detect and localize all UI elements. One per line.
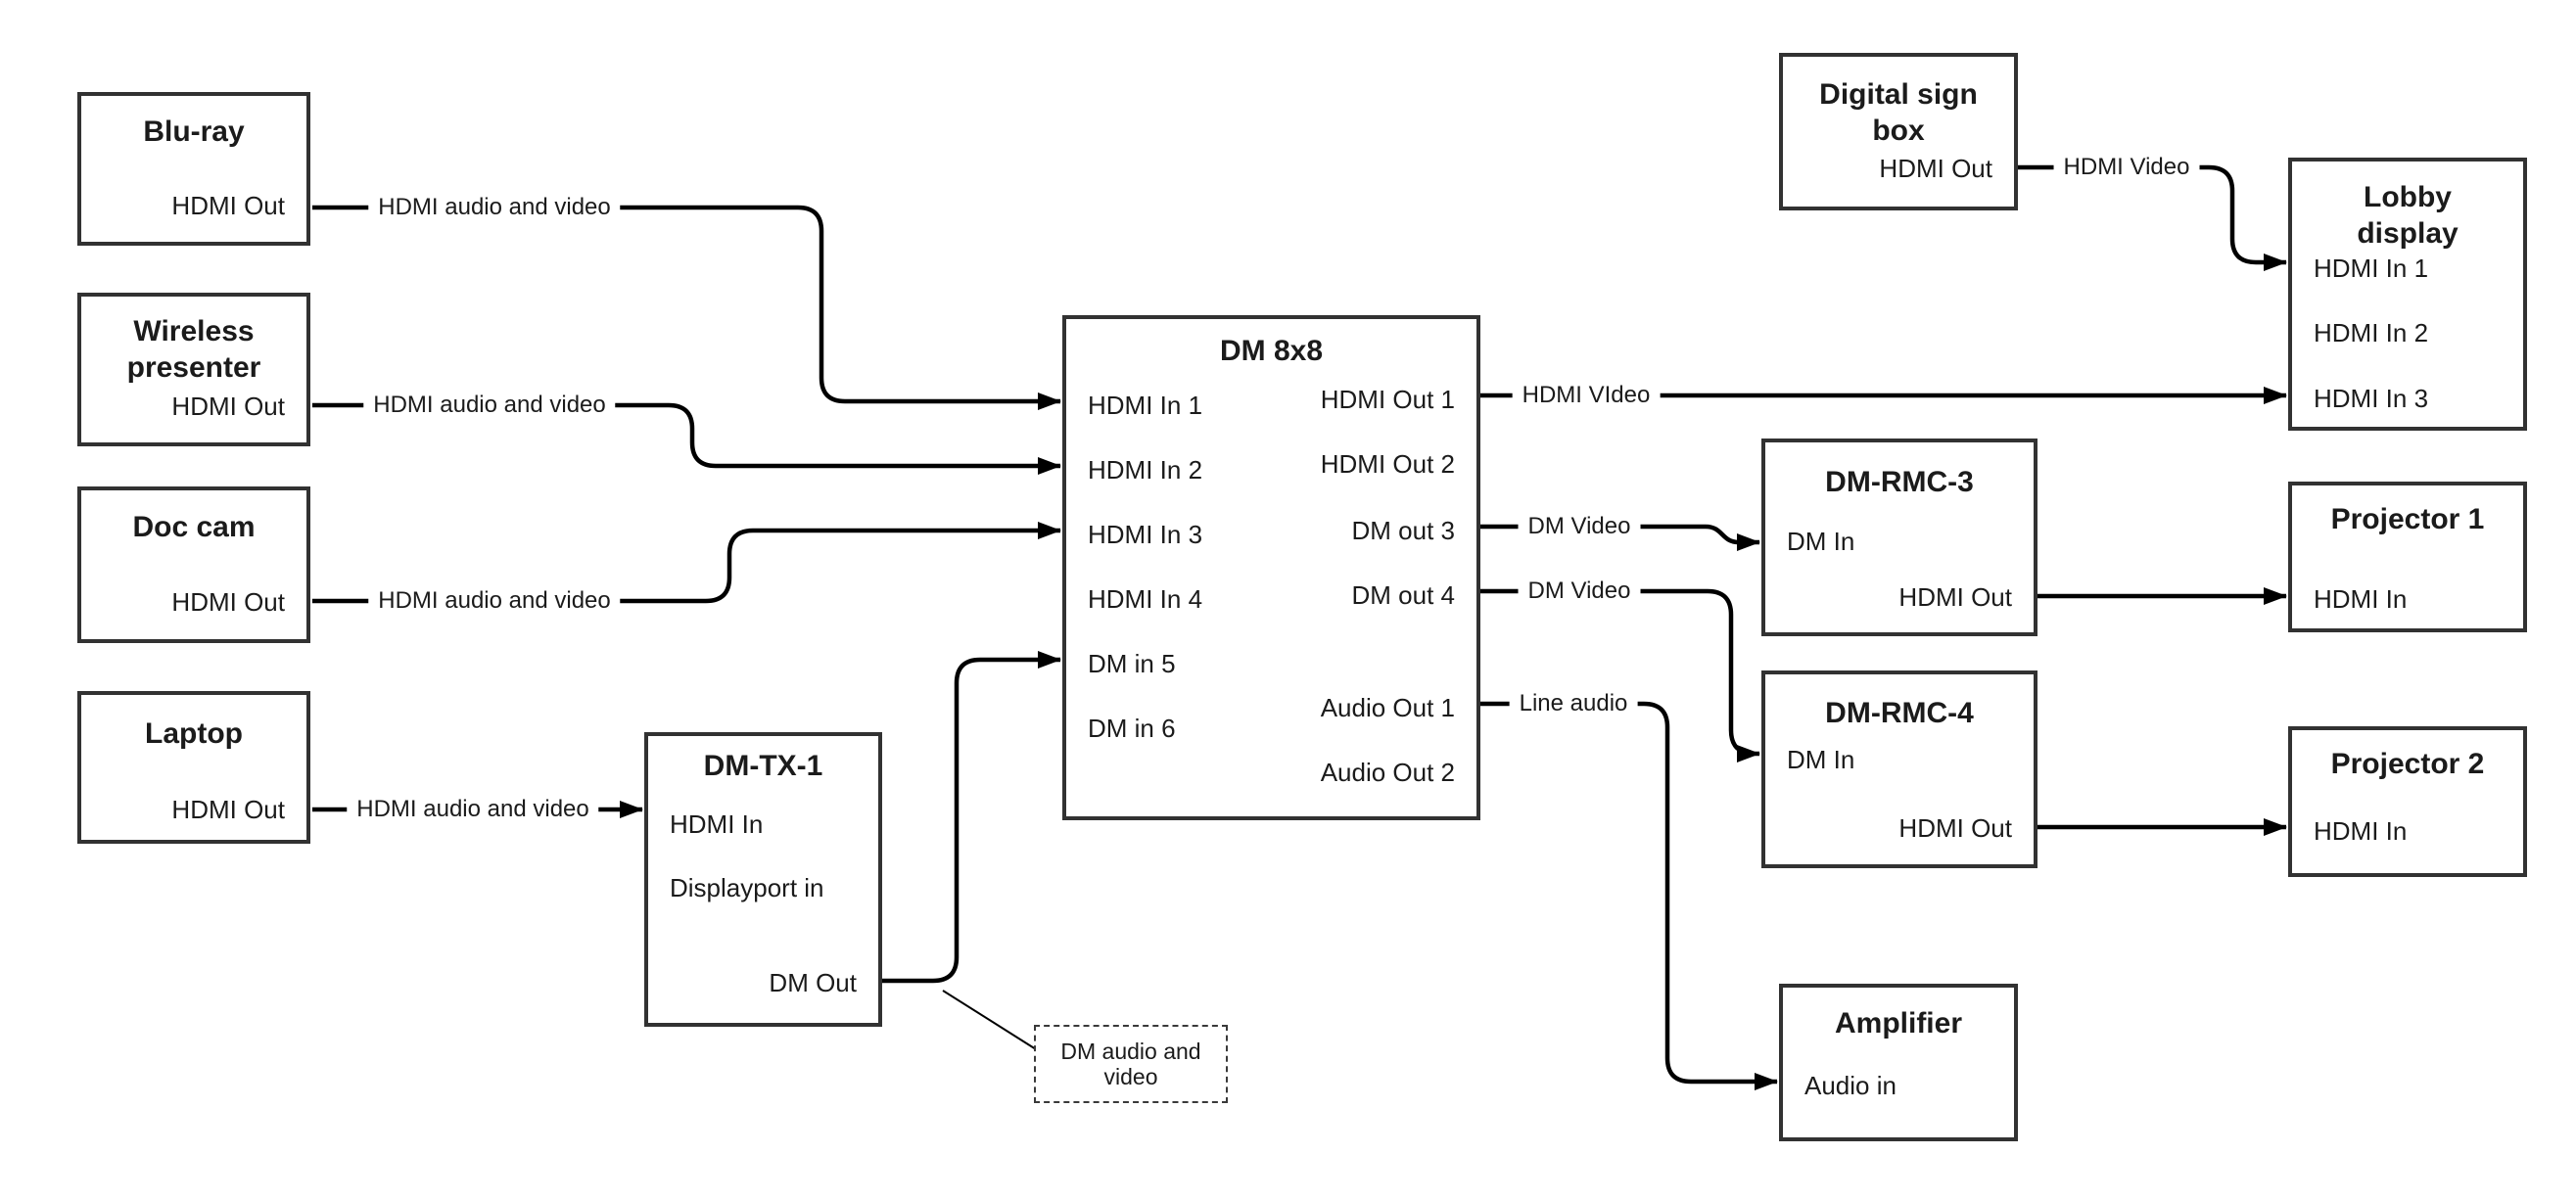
port-hdmi-out-1: HDMI Out 1 bbox=[1320, 385, 1455, 414]
node-dm-tx-1: DM-TX-1 HDMI In Displayport in DM Out bbox=[644, 732, 882, 1027]
port-hdmi-in-3: HDMI In 3 bbox=[1088, 520, 1203, 549]
port-hdmi-in-3: HDMI In 3 bbox=[2314, 384, 2429, 413]
port-hdmi-out: HDMI Out bbox=[171, 587, 285, 617]
edge-label-hdmi-video-out1: HDMI VIdeo bbox=[1512, 382, 1661, 409]
node-digital-sign-box: Digital sign box HDMI Out bbox=[1779, 53, 2018, 210]
port-hdmi-in-2: HDMI In 2 bbox=[2314, 318, 2429, 347]
port-hdmi-out-2: HDMI Out 2 bbox=[1320, 449, 1455, 479]
edge-dm-tx1-to-dm8x8-in5 bbox=[882, 651, 1061, 984]
node-wireless-presenter: Wireless presenter HDMI Out bbox=[77, 293, 310, 446]
port-dm-out: DM Out bbox=[769, 968, 857, 997]
port-dm-out-3: DM out 3 bbox=[1351, 516, 1456, 545]
edge-label-hdmi-audio-video-1: HDMI audio and video bbox=[368, 194, 621, 221]
node-blu-ray: Blu-ray HDMI Out bbox=[77, 92, 310, 246]
port-hdmi-out: HDMI Out bbox=[1898, 582, 2012, 612]
port-audio-in: Audio in bbox=[1804, 1071, 1897, 1100]
port-audio-out-2: Audio Out 2 bbox=[1320, 758, 1455, 787]
edge-doc-cam-to-dm8x8-in3 bbox=[312, 522, 1061, 604]
port-hdmi-out: HDMI Out bbox=[1879, 154, 1992, 183]
node-projector-2: Projector 2 HDMI In bbox=[2288, 726, 2527, 877]
port-hdmi-in-1: HDMI In 1 bbox=[1088, 391, 1203, 420]
port-dm-in: DM In bbox=[1787, 745, 1855, 774]
node-laptop: Laptop HDMI Out bbox=[77, 691, 310, 844]
node-title: Wireless presenter bbox=[126, 315, 261, 384]
port-dm-in: DM In bbox=[1787, 527, 1855, 556]
node-projector-1: Projector 1 HDMI In bbox=[2288, 482, 2527, 632]
node-title: Amplifier bbox=[1834, 1007, 1963, 1039]
node-title: Projector 1 bbox=[2330, 503, 2485, 535]
node-dm-rmc-4: DM-RMC-4 DM In HDMI Out bbox=[1761, 670, 2037, 868]
edge-label-dm-video-1: DM Video bbox=[1518, 513, 1641, 540]
node-title: Digital sign box bbox=[1819, 78, 1978, 147]
port-dm-out-4: DM out 4 bbox=[1351, 580, 1456, 610]
node-title: Blu-ray bbox=[143, 115, 245, 148]
edge-label-hdmi-audio-video-2: HDMI audio and video bbox=[363, 392, 616, 419]
port-dm-in-6: DM in 6 bbox=[1088, 714, 1176, 743]
node-title: Projector 2 bbox=[2330, 748, 2485, 780]
node-title: DM 8x8 bbox=[1219, 335, 1324, 367]
edge-dm8x8-out4-to-rmc4-dm-in bbox=[1480, 588, 1760, 762]
port-dm-in-5: DM in 5 bbox=[1088, 649, 1176, 678]
port-hdmi-in-1: HDMI In 1 bbox=[2314, 254, 2429, 283]
edge-blu-ray-to-dm8x8-in1 bbox=[312, 205, 1061, 410]
node-title: Lobby display bbox=[2357, 181, 2459, 250]
node-title: DM-TX-1 bbox=[703, 750, 823, 782]
edge-wireless-to-dm8x8-in2 bbox=[312, 402, 1061, 475]
node-doc-cam: Doc cam HDMI Out bbox=[77, 486, 310, 643]
edge-dm8x8-out3-to-rmc3-dm-in bbox=[1480, 524, 1760, 551]
edge-label-hdmi-audio-video-3: HDMI audio and video bbox=[368, 587, 621, 615]
edge-label-hdmi-audio-video-4: HDMI audio and video bbox=[347, 796, 599, 823]
port-hdmi-in: HDMI In bbox=[670, 809, 764, 839]
port-displayport-in: Displayport in bbox=[670, 873, 824, 902]
node-title: Doc cam bbox=[132, 511, 256, 543]
port-audio-out-1: Audio Out 1 bbox=[1320, 693, 1455, 722]
port-hdmi-out: HDMI Out bbox=[171, 392, 285, 421]
node-title: DM-RMC-3 bbox=[1825, 466, 1974, 498]
node-title: DM-RMC-4 bbox=[1825, 697, 1974, 729]
port-hdmi-in: HDMI In bbox=[2314, 816, 2408, 846]
edge-digital-sign-to-lobby-in1 bbox=[2018, 164, 2287, 271]
port-hdmi-in: HDMI In bbox=[2314, 584, 2408, 614]
note-dm-audio-video: DM audio and video bbox=[1034, 1025, 1228, 1103]
edge-label-dm-video-2: DM Video bbox=[1518, 577, 1641, 605]
port-hdmi-in-4: HDMI In 4 bbox=[1088, 584, 1203, 614]
edge-label-line-audio: Line audio bbox=[1509, 690, 1638, 717]
port-hdmi-out: HDMI Out bbox=[171, 795, 285, 824]
port-hdmi-out: HDMI Out bbox=[171, 191, 285, 220]
node-dm-rmc-3: DM-RMC-3 DM In HDMI Out bbox=[1761, 439, 2037, 636]
node-title: Laptop bbox=[145, 717, 243, 750]
port-hdmi-out: HDMI Out bbox=[1898, 813, 2012, 843]
node-dm-8x8: DM 8x8 HDMI In 1 HDMI In 2 HDMI In 3 HDM… bbox=[1062, 315, 1480, 820]
edge-label-hdmi-video-sign: HDMI Video bbox=[2053, 154, 2200, 181]
port-hdmi-in-2: HDMI In 2 bbox=[1088, 455, 1203, 485]
node-lobby-display: Lobby display HDMI In 1 HDMI In 2 HDMI I… bbox=[2288, 158, 2527, 431]
edge-dm8x8-audio1-to-amplifier bbox=[1480, 701, 1778, 1090]
node-amplifier: Amplifier Audio in bbox=[1779, 984, 2018, 1141]
note-leader-line bbox=[942, 990, 1037, 1050]
